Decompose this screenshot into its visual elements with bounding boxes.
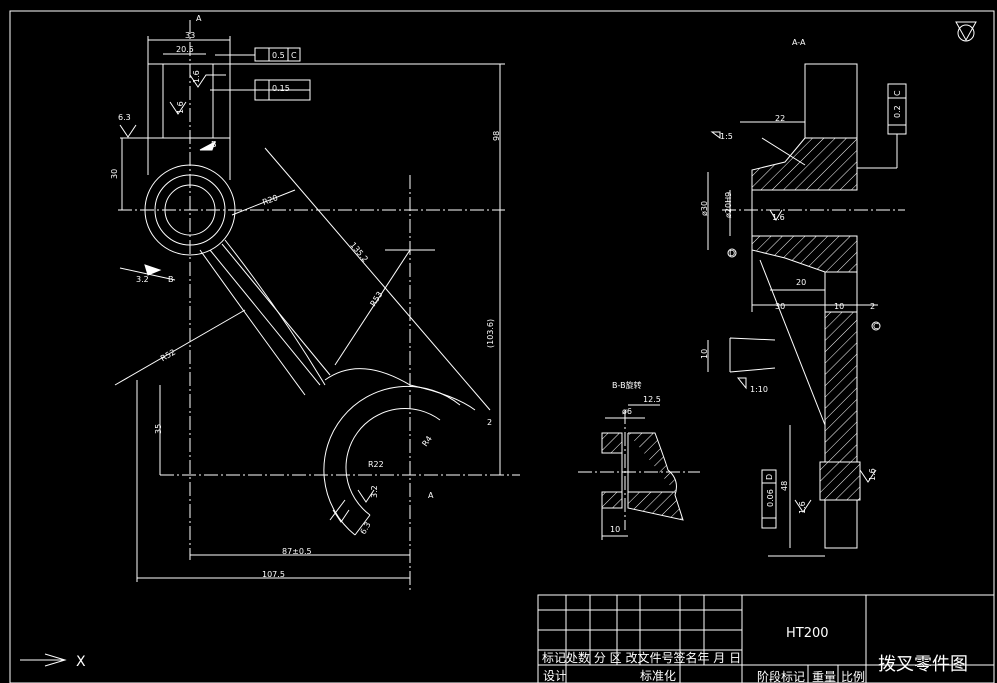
aa-dim-30: 30 <box>775 302 785 311</box>
main-view <box>114 20 520 590</box>
bb-dim-10: 10 <box>610 525 620 534</box>
aa-datum-c-circle: C <box>873 322 879 331</box>
ucs-icon <box>20 653 67 667</box>
aa-rough-1-6b: 1.6 <box>798 501 807 514</box>
design-label: 设计 <box>543 669 567 683</box>
flatness-datum: C <box>291 51 297 60</box>
dim-103-6: (103.6) <box>486 319 495 348</box>
radius-r4: R4 <box>420 434 433 448</box>
rough-3-2b: 3.2 <box>370 485 379 498</box>
aa-dim-10b: 10 <box>700 349 709 359</box>
scale-label: 比例 <box>841 670 865 683</box>
dim-2-main: 2 <box>487 418 492 427</box>
dim-98: 98 <box>492 131 501 141</box>
aa-dim-20: 20 <box>796 278 806 287</box>
aa-dim-48: 48 <box>780 481 789 491</box>
aa-rough-1-6: 1.6 <box>772 213 785 222</box>
aa-dim-phi30: ø30 <box>700 201 709 216</box>
dim-107-5: 107.5 <box>262 570 285 579</box>
aa-dim-10: 10 <box>834 302 844 311</box>
dim-87: 87±0.5 <box>282 547 312 556</box>
rough-3-2: 3.2 <box>136 275 149 284</box>
material-label: HT200 <box>786 626 829 641</box>
bb-dim-phi6: ø6 <box>622 407 632 416</box>
aa-dim-phi20: ø20H9 <box>724 192 733 218</box>
parallel-value: 0.15 <box>272 84 290 93</box>
rough-1-6b: 1.6 <box>176 101 185 114</box>
radius-r20: R20 <box>261 193 279 207</box>
ucs-x-label: X <box>76 654 86 670</box>
radius-r52: R52 <box>159 348 177 364</box>
standardization-label: 标准化 <box>640 669 676 683</box>
aa-dim-22: 22 <box>775 114 785 123</box>
section-aa-view <box>707 21 977 557</box>
section-marker-a-top: A <box>196 14 202 23</box>
aa-perp-datum: D <box>765 474 774 480</box>
title-block <box>537 594 995 683</box>
dim-33: 33 <box>185 31 195 40</box>
dim-30-main: 30 <box>110 169 119 179</box>
length-135: 135.2 <box>348 241 370 264</box>
aa-rough-1-6c: 1.6 <box>868 468 877 481</box>
section-aa-title: A-A <box>792 38 806 47</box>
rough-6-3b: 6.3 <box>359 520 373 536</box>
rough-1-6a: 1.6 <box>192 70 201 83</box>
part-name: 拨叉零件图 <box>878 654 968 675</box>
rough-6-3: 6.3 <box>118 113 131 122</box>
bb-dim-12-5: 12.5 <box>643 395 661 404</box>
aa-datum-d-circle: D <box>729 249 735 258</box>
stage-label: 阶段标记 <box>757 669 805 683</box>
section-marker-b1: B <box>211 140 217 149</box>
weight-label: 重量 <box>812 670 836 683</box>
radius-r22: R22 <box>368 460 384 469</box>
aa-flat-tol: 0.2 <box>893 105 902 118</box>
drawing-frame <box>9 10 995 683</box>
section-marker-b2: B <box>168 275 174 284</box>
section-bb-title: B-B旋转 <box>612 380 642 390</box>
revision-row-labels: 标记处数 分 区 改文件号签名年 月 日 <box>542 650 741 665</box>
aa-flat-datum: C <box>893 90 902 96</box>
aa-perp-tol: 0.06 <box>766 489 775 507</box>
section-bb-view <box>578 404 700 540</box>
dim-20-5: 20.5 <box>176 45 194 54</box>
aa-taper-1-10: 1:10 <box>750 385 768 394</box>
section-marker-a-bottom: A <box>428 491 434 500</box>
dim-35: 35 <box>154 424 163 434</box>
flatness-value: 0.5 <box>272 51 285 60</box>
aa-dim-2: 2 <box>870 302 875 311</box>
taper-1-5: 1:5 <box>720 132 733 141</box>
